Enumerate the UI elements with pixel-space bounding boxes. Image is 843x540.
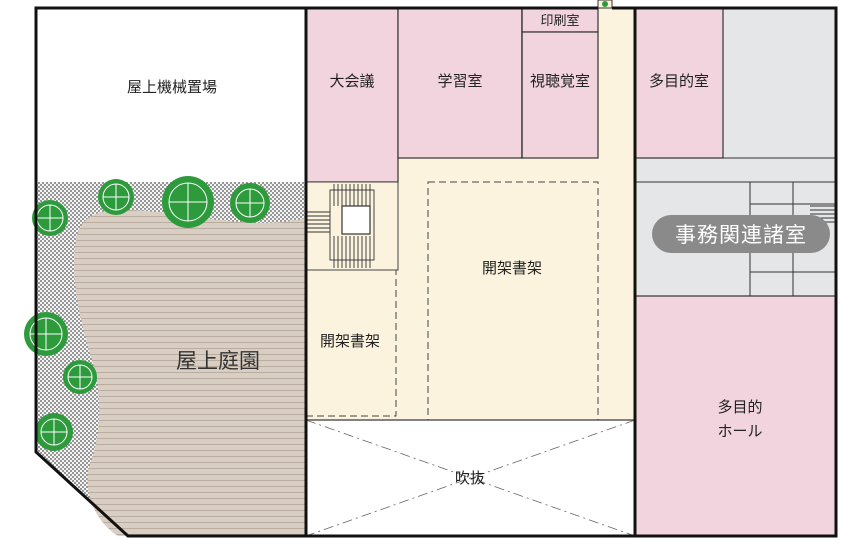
label-open-stacks-center: 開架書架 <box>482 259 542 277</box>
tree-icon <box>35 413 73 451</box>
room-study <box>397 7 523 159</box>
label-atrium: 吹抜 <box>455 469 485 487</box>
tree-icon <box>24 312 68 356</box>
label-multipurpose-hall-line2: ホール <box>717 422 762 440</box>
room-multipurpose-hall <box>634 295 837 537</box>
room-large-conference <box>305 7 399 183</box>
tree-icon <box>63 360 97 394</box>
entrance-dot-icon <box>602 1 608 7</box>
label-large-conference: 大会議 <box>329 72 374 90</box>
label-av-room: 視聴覚室 <box>530 72 590 90</box>
label-printing-room: 印刷室 <box>540 13 579 29</box>
garden-deck <box>74 209 306 536</box>
label-office-rooms: 事務関連諸室 <box>675 223 807 247</box>
staircase <box>305 181 399 271</box>
tree-icon <box>98 179 134 215</box>
label-rooftop-garden: 屋上庭園 <box>176 349 260 373</box>
label-rooftop-machinery: 屋上機械置場 <box>127 78 217 96</box>
office-label-pill <box>652 215 830 253</box>
label-open-stacks-left: 開架書架 <box>320 332 380 350</box>
room-printing <box>521 7 599 33</box>
room-av <box>521 31 599 159</box>
rooftop-area <box>24 8 306 536</box>
tree-icon <box>162 176 214 228</box>
building-outline <box>34 6 838 538</box>
tree-icon <box>230 183 270 223</box>
label-multipurpose-room: 多目的室 <box>649 72 709 90</box>
open-stacks-center-area <box>427 181 599 421</box>
label-multipurpose-hall-line1: 多目的 <box>717 398 762 416</box>
label-study-room: 学習室 <box>437 72 482 90</box>
atrium <box>305 419 636 537</box>
machinery-area <box>36 8 306 182</box>
